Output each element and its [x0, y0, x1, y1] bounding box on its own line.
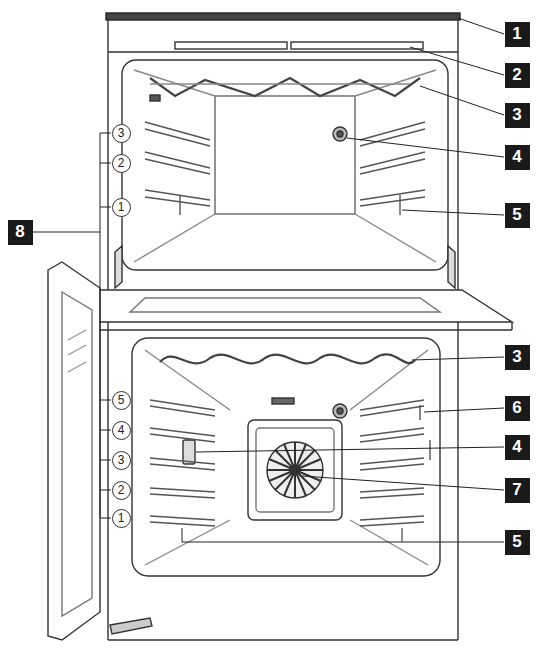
- callout-number: 5: [505, 203, 530, 228]
- callout-number: 2: [505, 63, 530, 88]
- callout-number: 8: [8, 220, 33, 245]
- callout-number: 2: [112, 481, 131, 500]
- callout-number: 3: [505, 103, 530, 128]
- callout-number: 2: [112, 154, 131, 173]
- callout-number: 3: [112, 451, 131, 470]
- callout-number: 1: [112, 509, 131, 528]
- callout-number: 1: [112, 198, 131, 217]
- callout-number: 5: [505, 530, 530, 555]
- callout-number: 6: [505, 396, 530, 421]
- callout-number: 4: [505, 435, 530, 460]
- callout-number: 4: [112, 421, 131, 440]
- callout-number: 3: [112, 124, 131, 143]
- callout-number: 1: [505, 22, 530, 47]
- callout-number: 7: [505, 478, 530, 503]
- callout-number: 3: [505, 345, 530, 370]
- callout-number: 5: [112, 391, 131, 410]
- callout-number: 4: [505, 145, 530, 170]
